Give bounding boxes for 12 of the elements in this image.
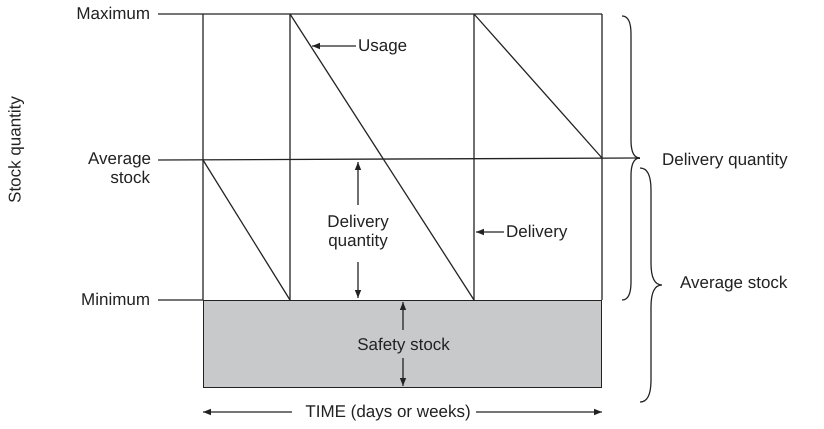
callout-label: Delivery bbox=[506, 222, 568, 241]
bracket-label: Average stock bbox=[680, 273, 788, 292]
leader-line bbox=[476, 228, 504, 236]
leader-line bbox=[312, 42, 356, 50]
bracket-label: Delivery quantity bbox=[662, 150, 789, 169]
safety-stock-band bbox=[203, 300, 602, 388]
level-label: Average stock bbox=[88, 149, 150, 187]
level-label: Maximum bbox=[75, 4, 150, 23]
axis-title: Stock quantity bbox=[6, 95, 24, 205]
level-label: Minimum bbox=[80, 290, 150, 309]
callout-label: Usage bbox=[358, 36, 408, 55]
axis-title: TIME (days or weeks) bbox=[304, 402, 472, 421]
